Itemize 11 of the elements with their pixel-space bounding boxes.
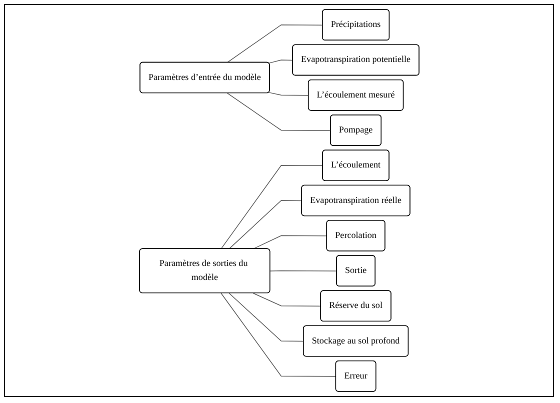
connector <box>220 165 323 250</box>
connector <box>220 292 336 377</box>
connector <box>252 292 321 307</box>
connector <box>268 92 309 96</box>
connector <box>268 60 293 64</box>
connector <box>226 92 331 131</box>
connector <box>252 235 327 250</box>
connector <box>226 24 323 63</box>
connector <box>269 270 337 272</box>
connector <box>228 292 304 342</box>
connector <box>228 200 302 250</box>
